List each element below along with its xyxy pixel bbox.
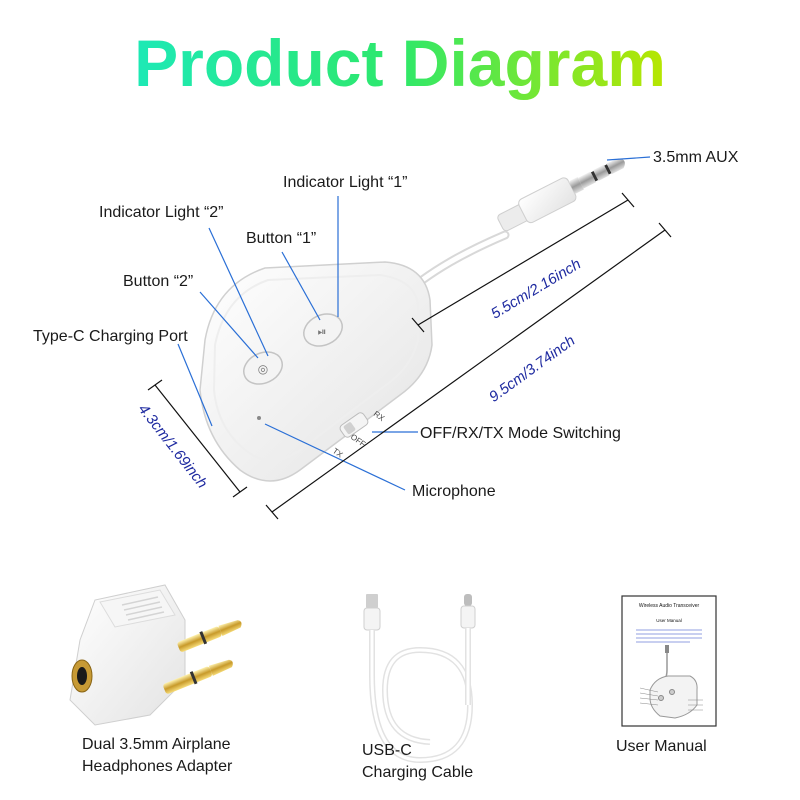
label-indicator-light-2: Indicator Light “2” [99, 204, 224, 221]
label-mode-switching: OFF/RX/TX Mode Switching [420, 425, 621, 442]
svg-text:◎: ◎ [258, 362, 268, 376]
svg-text:⏯: ⏯ [318, 325, 327, 338]
manual-caption: User Manual [616, 738, 707, 755]
label-3-5mm-aux: 3.5mm AUX [653, 149, 739, 166]
button-1-icon[interactable]: ⏯ [299, 308, 348, 352]
manual-doc-subheading: User Manual [656, 618, 682, 623]
aux-jack-icon [497, 158, 625, 232]
label-microphone: Microphone [412, 483, 496, 500]
cable-caption: USB-C Charging Cable [362, 740, 473, 784]
cable-caption-line2: Charging Cable [362, 764, 474, 781]
label-type-c-charging-port: Type-C Charging Port [33, 328, 188, 345]
microphone-hole [257, 416, 261, 420]
dimension-lines [147, 192, 672, 520]
label-button-2: Button “2” [123, 273, 194, 290]
page-title: Product Diagram [0, 18, 800, 108]
transceiver-body [199, 261, 433, 482]
user-manual-image: Wireless Audio Transceiver User Manual [621, 595, 717, 727]
label-indicator-light-1: Indicator Light “1” [283, 174, 408, 191]
adapter-caption: Dual 3.5mm Airplane Headphones Adapter [82, 734, 232, 778]
manual-doc-heading: Wireless Audio Transceiver [639, 603, 700, 609]
adapter-caption-line2: Headphones Adapter [82, 758, 233, 775]
page-title-text: Product Diagram [134, 26, 666, 100]
label-button-1: Button “1” [246, 230, 317, 247]
leader-lines [177, 156, 651, 491]
airplane-adapter-image [69, 584, 242, 726]
adapter-caption-line1: Dual 3.5mm Airplane [82, 736, 231, 753]
usb-c-cable-image [363, 594, 476, 764]
button-2-icon[interactable]: ◎ [239, 346, 288, 390]
cable-caption-line1: USB-C [362, 742, 412, 759]
